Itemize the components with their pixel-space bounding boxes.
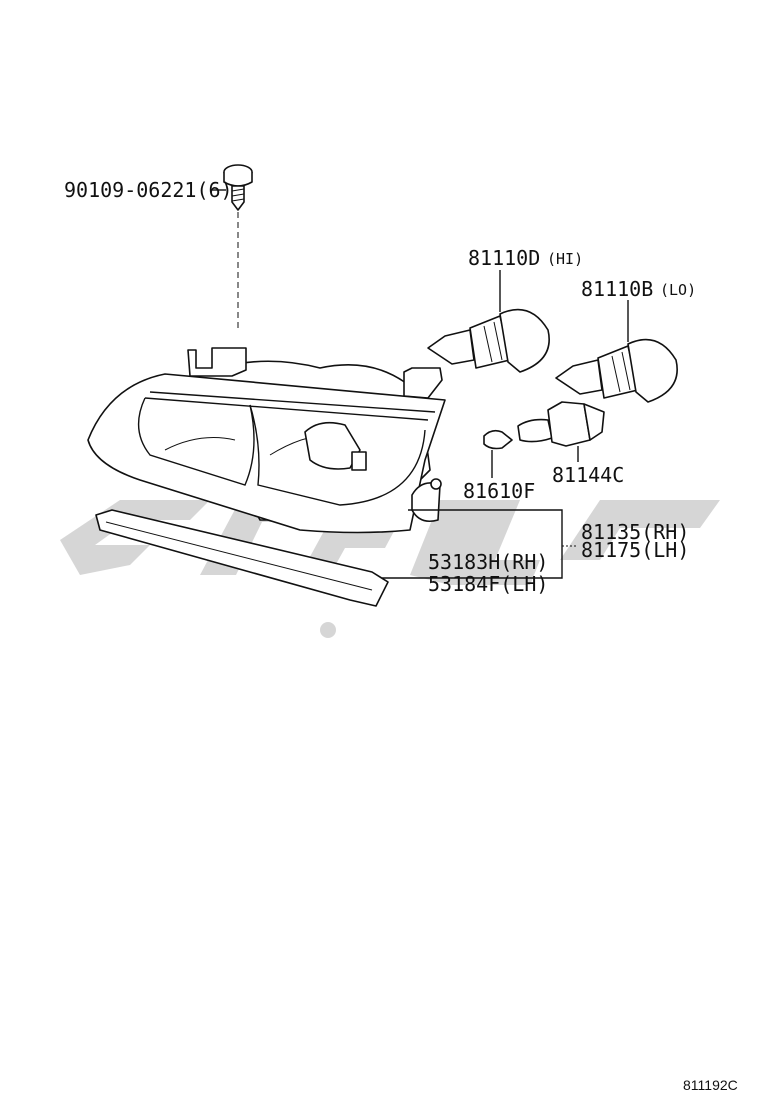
lo-bulb-suffix: (LO) <box>660 281 696 299</box>
socket-code: 81144C <box>552 463 624 487</box>
garnish-rh-code: 53183H(RH) <box>428 550 548 574</box>
hi-bulb-part <box>427 270 550 373</box>
headlamp-assembly <box>87 347 446 534</box>
small-bulb-code: 81610F <box>463 479 535 503</box>
headlamp-leader <box>382 509 578 579</box>
headlamp-rh-code: 81135(RH) <box>581 520 689 544</box>
socket-part <box>517 401 605 462</box>
garnish-lh-code: 53184F(LH) <box>428 572 548 596</box>
garnish-strip <box>95 509 389 607</box>
lo-bulb-code: 81110B <box>581 277 653 301</box>
hi-bulb-suffix: (HI) <box>547 250 583 268</box>
hi-bulb-code: 81110D <box>468 246 540 270</box>
lo-bulb-part <box>555 300 678 403</box>
figure-reference: 811192C <box>683 1077 738 1093</box>
headlamp-lh-code: 81175(LH) <box>581 538 689 562</box>
screw-label: 90109-06221(6) <box>64 178 233 202</box>
small-bulb-part <box>483 429 513 478</box>
screw-part <box>223 164 253 330</box>
